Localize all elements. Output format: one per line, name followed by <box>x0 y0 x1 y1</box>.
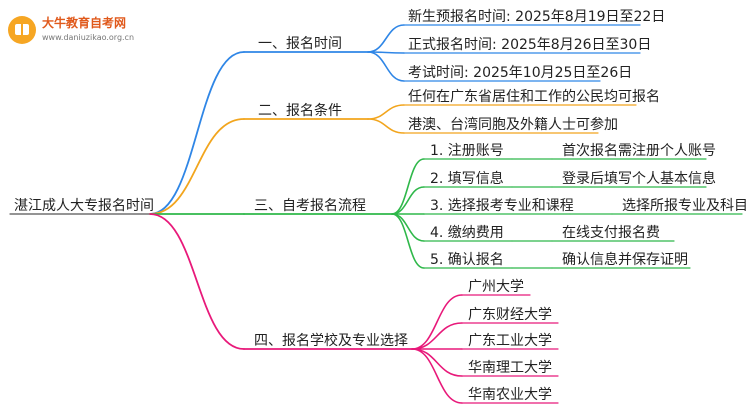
branch-3-step-4-detail: 在线支付报名费 <box>562 225 660 241</box>
branch-3-link-2 <box>391 186 425 215</box>
branch-1-item-2: 正式报名时间: 2025年8月26日至30日 <box>408 37 652 53</box>
branch-4-node: 四、报名学校及专业选择 <box>254 333 408 349</box>
branch-2-link-2 <box>367 118 405 134</box>
brand-logo: 大牛教育自考网 www.daniuzikao.org.cn <box>8 14 148 48</box>
branch-4-school-5: 华南农业大学 <box>468 387 552 403</box>
branch-3-step-2: 2. 填写信息 <box>430 171 504 187</box>
branch-4-link-2 <box>411 322 463 350</box>
branch-4-school-3: 广东工业大学 <box>468 333 552 349</box>
root-link-2 <box>149 118 245 215</box>
branch-1-link-1 <box>367 24 405 53</box>
branch-3-step-1-detail: 首次报名需注册个人账号 <box>562 143 716 159</box>
branch-3-link-5 <box>391 213 425 269</box>
branch-3-step-2-detail: 登录后填写个人基本信息 <box>562 171 716 187</box>
branch-3-link-4 <box>391 213 425 242</box>
brand-name: 大牛教育自考网 <box>42 16 127 30</box>
root-link-1 <box>149 51 245 215</box>
branch-3-step-5: 5. 确认报名 <box>430 252 504 268</box>
brand-url: www.daniuzikao.org.cn <box>42 33 135 42</box>
branch-4-school-4: 华南理工大学 <box>468 360 552 376</box>
branch-3-step-5-detail: 确认信息并保存证明 <box>562 252 688 268</box>
branch-1-item-1: 新生预报名时间: 2025年8月19日至22日 <box>408 9 666 25</box>
branch-1-item-3: 考试时间: 2025年10月25日至26日 <box>408 65 633 81</box>
branch-2-node: 二、报名条件 <box>258 103 342 119</box>
branch-3-link-1 <box>391 158 425 215</box>
root-link-4 <box>149 213 245 350</box>
branch-4-link-5 <box>411 348 463 404</box>
branch-3-step-3: 3. 选择报考专业和课程 <box>430 198 574 214</box>
branch-4-school-1: 广州大学 <box>468 279 524 295</box>
branch-4-school-2: 广东财经大学 <box>468 307 552 323</box>
branch-1-link-3 <box>367 51 405 82</box>
branch-1-node: 一、报名时间 <box>258 36 342 52</box>
book-icon <box>8 16 36 44</box>
root-node: 湛江成人大专报名时间 <box>14 198 154 214</box>
branch-4-link-1 <box>411 294 463 350</box>
branch-4-link-4 <box>411 348 463 377</box>
branch-3-node: 三、自考报名流程 <box>254 198 366 214</box>
branch-2-item-2: 港澳、台湾同胞及外籍人士可参加 <box>408 117 618 133</box>
branch-3-step-3-detail: 选择所报专业及科目 <box>622 198 748 214</box>
branch-3-step-1: 1. 注册账号 <box>430 143 504 159</box>
branch-2-link-1 <box>367 104 405 120</box>
branch-3-step-4: 4. 缴纳费用 <box>430 225 504 241</box>
branch-2-item-1: 任何在广东省居住和工作的公民均可报名 <box>408 89 660 105</box>
